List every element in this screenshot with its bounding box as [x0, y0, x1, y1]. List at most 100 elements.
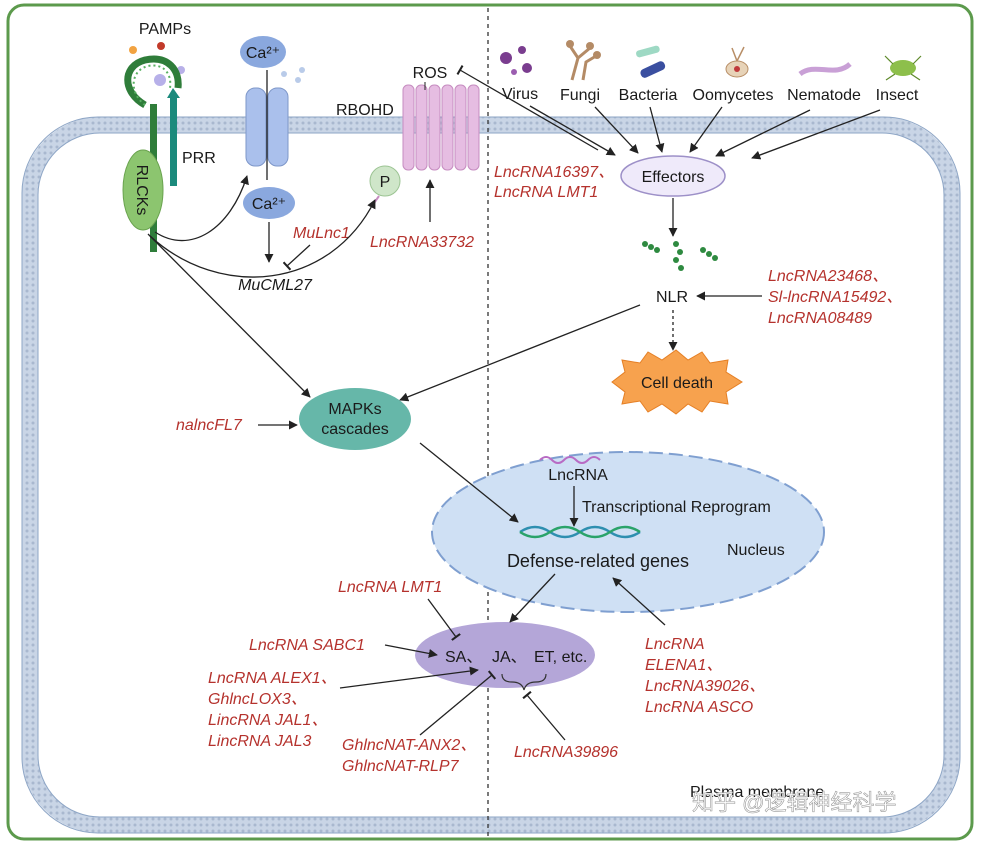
- mulnc1-label: MuLnc1: [293, 225, 350, 242]
- transcriptional-label: Transcriptional Reprogram: [582, 499, 771, 516]
- nalncfl7-label: nalncFL7: [176, 417, 243, 434]
- nlr-protein-icon: [642, 241, 718, 271]
- anx-label-2: GhlncNAT-RLP7: [342, 758, 460, 775]
- ca-bottom-label: Ca²⁺: [252, 196, 286, 213]
- membrane-outer-line: [21, 116, 961, 834]
- alex-label-3: LincRNA JAL1、: [208, 712, 327, 729]
- pathogen-bacteria: Bacteria: [619, 87, 678, 104]
- pamp-dot-orange: [129, 46, 137, 54]
- elena-to-genes-arrow: [612, 577, 666, 626]
- alex-label-2: GhlncLOX3、: [208, 691, 307, 708]
- rlcks-to-p-arrow: [149, 199, 376, 278]
- effectors-label: Effectors: [642, 169, 705, 186]
- genes-to-hormones-arrow: [509, 573, 556, 623]
- anx-inhibit: [419, 670, 497, 736]
- plasma-membrane: [22, 117, 960, 833]
- oomycetes-to-effectors: [689, 106, 723, 153]
- ros-inhibit-line: [456, 64, 599, 151]
- mulnc1-inhibit: [282, 244, 311, 271]
- hormone-brace: [501, 673, 547, 691]
- ca-ion: [281, 71, 287, 77]
- mapks-node: [299, 388, 411, 450]
- fungi-icon: [566, 40, 601, 81]
- nlr-to-mapk-arrow: [399, 304, 641, 402]
- phospho-p-label: P: [380, 174, 391, 191]
- insect-to-effectors: [751, 109, 881, 160]
- nlr-lnc-2: Sl-lncRNA15492、: [768, 289, 902, 306]
- lncrna-strand-icon: [539, 456, 601, 464]
- hormone-sa: SA、: [445, 649, 482, 666]
- mapks-label-2: cascades: [321, 421, 389, 438]
- lnc16397-label-2: LncRNA LMT1: [494, 184, 598, 201]
- lnc39896-inhibit: [522, 690, 566, 741]
- cell-death-burst: [611, 349, 743, 415]
- defense-genes-label: Defense-related genes: [507, 551, 689, 571]
- rlcks-node: [122, 149, 164, 231]
- mucml27-label: MuCML27: [238, 277, 313, 294]
- nucleus-label: Nucleus: [727, 542, 785, 559]
- rlcks-label: RLCKs: [133, 165, 150, 216]
- virus-to-effectors: [529, 105, 616, 156]
- lnc39896-label: LncRNA39896: [514, 744, 618, 761]
- ca-top-label: Ca²⁺: [246, 45, 280, 62]
- ca-ion: [299, 67, 305, 73]
- cell-death-label: Cell death: [641, 375, 713, 392]
- nlr-lnc-3: LncRNA08489: [768, 310, 872, 327]
- bacteria-to-effectors: [649, 106, 665, 153]
- plasma-membrane-label: Plasma membrane: [690, 784, 824, 801]
- bacteria-icon: [636, 45, 666, 78]
- dna-helix-icon: [519, 525, 641, 539]
- rbohd-label: RBOHD: [336, 102, 394, 119]
- mapks-label-1: MAPKs: [328, 401, 381, 418]
- sabc1-label: LncRNA SABC1: [249, 637, 365, 654]
- ros-label: ROS: [413, 65, 448, 82]
- watermark: 知乎 @逻辑神经科学: [692, 790, 896, 815]
- nematode-icon: [798, 61, 852, 77]
- nematode-to-effectors: [715, 109, 811, 157]
- lncrna-label: LncRNA: [548, 467, 608, 484]
- calcium-channel: [245, 70, 289, 180]
- nlr-label: NLR: [656, 289, 688, 306]
- hormone-ja: JA、: [492, 649, 527, 666]
- alex-label-1: LncRNA ALEX1、: [208, 670, 337, 687]
- rlcks-to-mapk-arrow: [147, 233, 311, 398]
- rbohd-transporter: [402, 84, 480, 171]
- pathogen-virus: Virus: [502, 86, 538, 103]
- alex-label-4: LincRNA JAL3: [208, 733, 312, 750]
- pathogen-insect: Insect: [876, 87, 919, 104]
- virus-icon: [500, 46, 532, 75]
- elena-label-1: LncRNA: [645, 636, 705, 653]
- ca-bottom-node: [243, 187, 295, 219]
- lnc16397-label-1: LncRNA16397、: [494, 164, 614, 181]
- effectors-node: [620, 155, 726, 197]
- cell-wall-frame: [6, 3, 974, 841]
- oomycetes-icon: [725, 46, 749, 78]
- nlr-lnc-1: LncRNA23468、: [768, 268, 888, 285]
- pathogen-oomycetes: Oomycetes: [693, 87, 774, 104]
- ca-ion: [295, 77, 301, 83]
- rlcks-to-channel-arrow: [154, 175, 249, 242]
- mapk-to-genes-arrow: [419, 442, 519, 523]
- phospho-p-node: [369, 165, 401, 197]
- insect-icon: [884, 55, 922, 81]
- fungi-to-effectors: [594, 106, 639, 154]
- alex-arrow: [339, 666, 479, 689]
- elena-label-4: LncRNA ASCO: [645, 699, 753, 716]
- nucleus: [431, 451, 825, 613]
- lmt1-label: LncRNA LMT1: [338, 579, 442, 596]
- pamp-dot-red: [157, 42, 165, 50]
- sabc1-arrow: [384, 644, 438, 658]
- prr-label: PRR: [182, 150, 216, 167]
- lnc33732-label: LncRNA33732: [370, 234, 474, 251]
- hormone-et: ET, etc.: [534, 649, 587, 666]
- pathogen-nematode: Nematode: [787, 87, 861, 104]
- elena-label-3: LncRNA39026、: [645, 678, 765, 695]
- pathogen-fungi: Fungi: [560, 87, 600, 104]
- elena-label-2: ELENA1、: [645, 657, 722, 674]
- lmt1-inhibit: [427, 598, 461, 641]
- pamps-label: PAMPs: [139, 21, 191, 38]
- anx-label-1: GhlncNAT-ANX2、: [342, 737, 476, 754]
- ca-top-node: [240, 36, 286, 68]
